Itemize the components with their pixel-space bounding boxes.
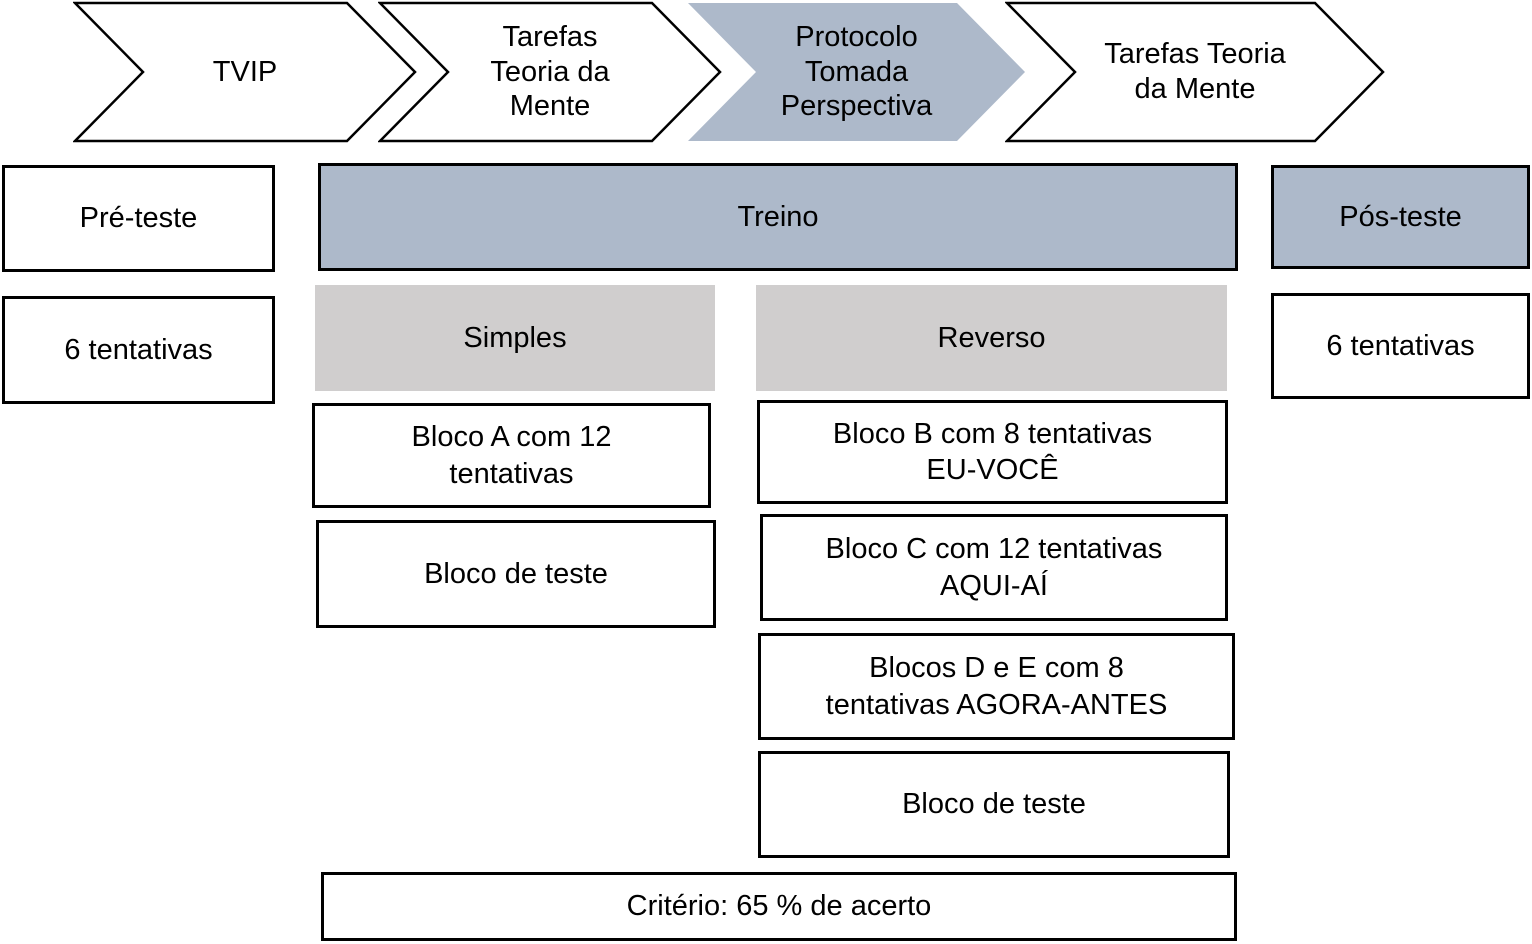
flow-step-tarefas-teoria-da-mente-1: Tarefas Teoria da Mente (378, 1, 722, 143)
chevron-arrow-shape-highlighted (688, 3, 1025, 141)
simple-header-label: Simples (463, 321, 567, 354)
criterion-label: Critério: 65 % de acerto (626, 890, 932, 923)
reverse-test-block-box: Bloco de teste (758, 751, 1230, 858)
pre-test-trials-label: 6 tentativas (64, 333, 213, 366)
block-line: Bloco de teste (424, 557, 608, 590)
chevron-arrow-shape (73, 1, 417, 143)
simple-block-a-box: Bloco A com 12 tentativas (312, 403, 711, 508)
block-line: Bloco B com 8 tentativas (832, 417, 1153, 450)
pre-test-trials-box: 6 tentativas (2, 296, 275, 404)
block-line: Blocos D e E com 8 (869, 652, 1124, 685)
reverse-blocks-d-e-box: Blocos D e E com 8 tentativas AGORA-ANTE… (758, 633, 1235, 740)
pre-test-label: Pré-teste (79, 202, 198, 235)
chevron-arrow-shape (1005, 1, 1385, 143)
reverse-condition-header: Reverso (756, 285, 1227, 391)
reverse-block-c-box: Bloco C com 12 tentativas AQUI-AÍ (760, 514, 1228, 621)
block-line: tentativas (449, 457, 574, 490)
post-test-trials-label: 6 tentativas (1326, 329, 1475, 362)
reverse-header-label: Reverso (937, 321, 1046, 354)
flow-step-tarefas-teoria-da-mente-2: Tarefas Teoria da Mente (1005, 1, 1385, 143)
flow-step-protocolo-tomada-perspectiva: Protocolo Tomada Perspectiva (686, 1, 1027, 143)
block-line: tentativas AGORA-ANTES (825, 688, 1168, 721)
simple-condition-header: Simples (315, 285, 715, 391)
reverse-block-b-box: Bloco B com 8 tentativas EU-VOCÊ (757, 400, 1228, 504)
pre-test-box: Pré-teste (2, 165, 275, 272)
training-label: Treino (737, 200, 819, 233)
block-line: Bloco A com 12 (411, 421, 612, 454)
post-test-trials-box: 6 tentativas (1271, 293, 1530, 399)
flow-step-tvip: TVIP (73, 1, 417, 143)
block-line: AQUI-AÍ (940, 569, 1048, 602)
block-line: EU-VOCÊ (926, 454, 1059, 486)
criterion-box: Critério: 65 % de acerto (321, 872, 1237, 941)
training-box: Treino (318, 163, 1238, 271)
block-line: Bloco C com 12 tentativas (825, 533, 1163, 566)
chevron-arrow-shape (378, 1, 722, 143)
post-test-label: Pós-teste (1339, 200, 1462, 233)
block-line: Bloco de teste (902, 788, 1086, 821)
simple-test-block-box: Bloco de teste (316, 520, 716, 628)
post-test-box: Pós-teste (1271, 165, 1530, 269)
